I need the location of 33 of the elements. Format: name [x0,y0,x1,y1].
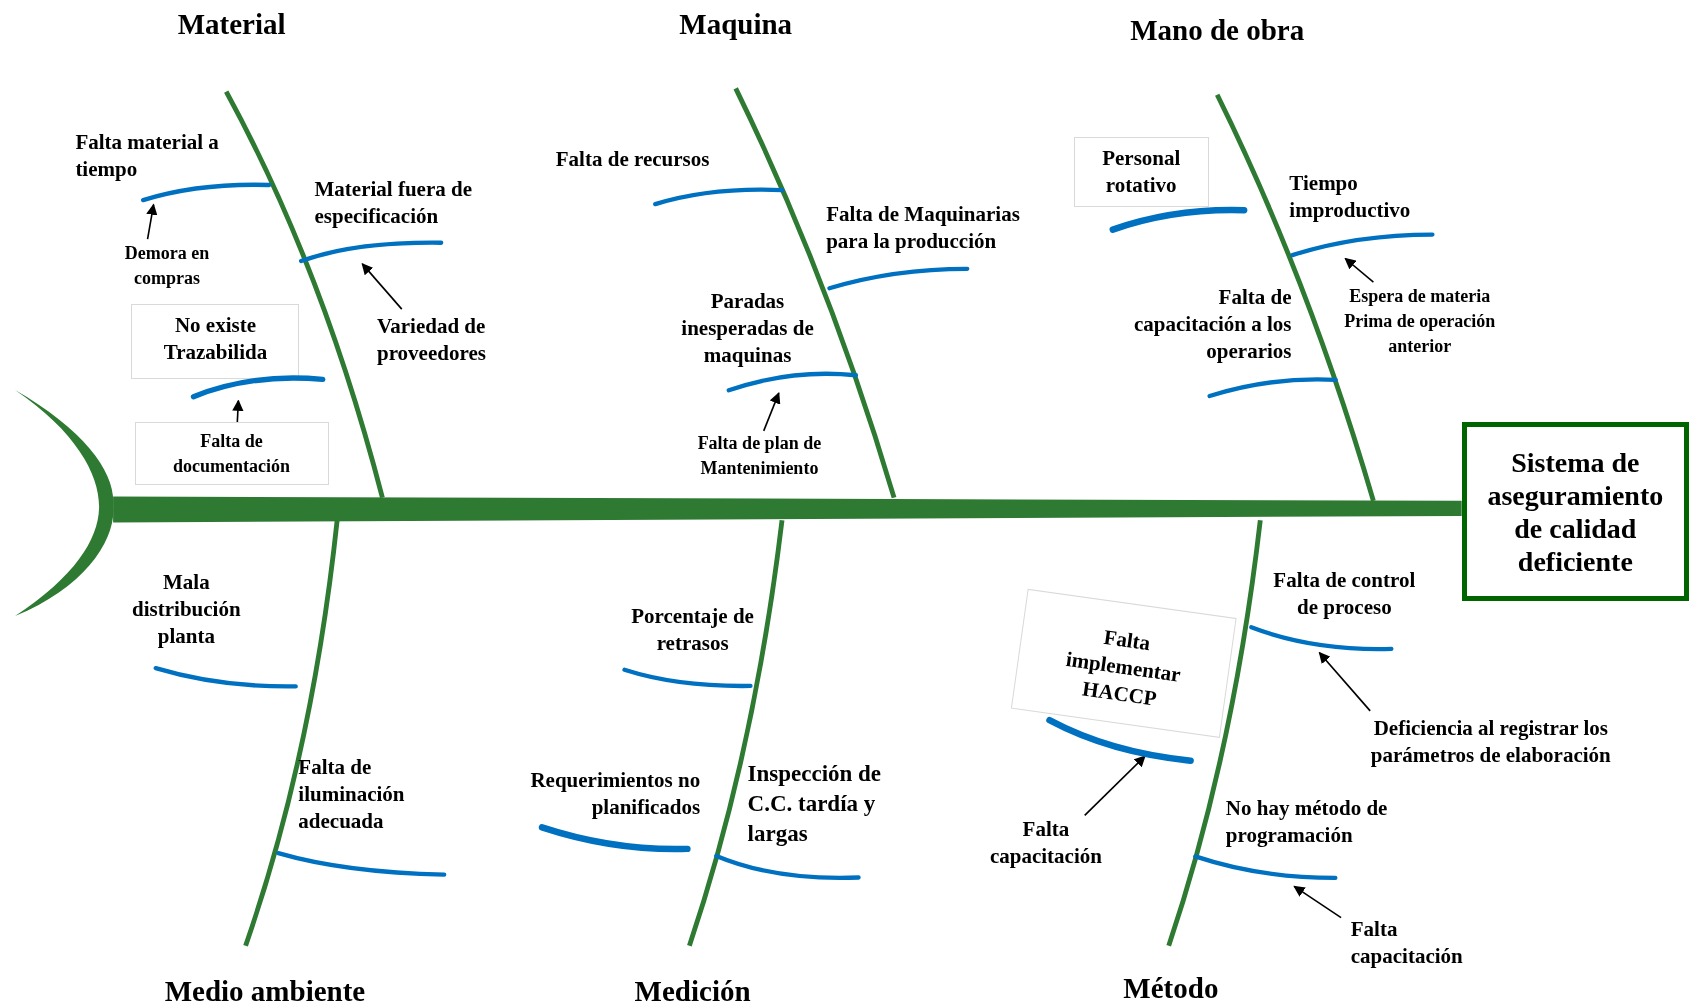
cause-label: Falta material a tiempo [71,129,272,205]
cause-label: Material fuera de especificación [299,175,505,264]
sub-cause-label: Deficiencia al registrar los parámetros de elaboración [1348,715,1633,772]
category-heading: Medición [634,974,751,1006]
sub-cause-label: Variedad de proveedores [377,313,512,372]
effect-box: Sistema de aseguramiento de calidad deficiente [1461,422,1689,602]
cause-label: Porcentaje de retrasos [618,603,767,690]
cause-label: Mala distribución planta [118,568,300,690]
category-heading: Mano de obra [1130,13,1305,48]
arrow [1293,885,1342,919]
category-heading: Medio ambiente [164,974,366,1006]
cause-label: Inspección de C.C. tardía y largas [710,759,910,882]
cause-label: Falta de recursos [553,146,789,209]
arrow [1344,257,1375,283]
arrow [146,203,158,240]
sub-cause-label: Falta de plan de Mantenimiento [678,430,841,483]
arrow [232,399,244,424]
arrow [1083,755,1146,817]
category-heading: Método [1123,970,1219,1005]
cause-label: No hay método de programación [1191,794,1416,887]
arrow [1318,651,1371,712]
category-heading: Material [177,6,286,41]
arrow [762,392,781,432]
cause-label: Falta de control de proceso [1247,566,1435,653]
sub-cause-label: Falta capacitación [1348,915,1485,972]
sub-cause-label: Falta capacitación [974,816,1117,873]
cause-label: Falta de iluminación adecuada [273,754,449,878]
cause-label: Requerimientos no planificados [499,766,703,854]
cause-label: Tiempo improductivo [1287,170,1436,259]
arrow [361,263,403,310]
category-heading: Maquina [679,6,793,41]
sub-cause-label: Demora en compras [105,241,229,296]
sub-cause-label: Falta de documentación [134,422,329,485]
